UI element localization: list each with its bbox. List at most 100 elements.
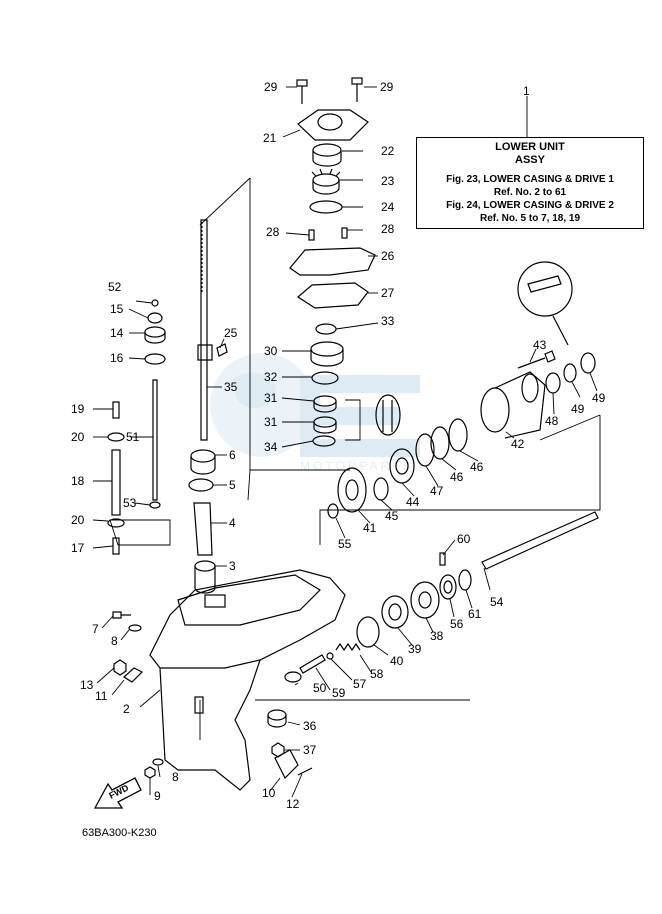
part-57-ball — [326, 652, 334, 660]
label-28-left: 28 — [266, 225, 280, 239]
part-20-clamp-upper — [107, 432, 125, 442]
label-20-upper: 20 — [71, 430, 85, 444]
part-27-gasket — [296, 282, 369, 309]
part-28-right-pin — [341, 227, 348, 239]
label-43: 43 — [533, 338, 547, 352]
leader-lines — [92, 86, 598, 798]
part-42-shaft-housing — [480, 371, 546, 439]
part-32-oring — [311, 371, 339, 385]
part-21-pump-housing — [297, 109, 369, 141]
part-labels: 29 29 21 22 23 24 28 28 26 27 33 30 32 3… — [71, 80, 606, 811]
watermark-logo: MOTORPARTS — [210, 353, 420, 473]
part-47-oring — [415, 433, 435, 467]
label-60: 60 — [457, 532, 471, 546]
part-39-bearing — [381, 595, 409, 629]
part-37-nut — [271, 742, 285, 758]
label-15: 15 — [110, 302, 124, 316]
part-15-bushing — [147, 312, 163, 324]
label-31-lower: 31 — [264, 415, 278, 429]
label-44: 44 — [406, 495, 420, 509]
label-50: 50 — [313, 681, 327, 695]
part-23-impeller — [311, 168, 341, 195]
label-47: 47 — [430, 484, 444, 498]
label-1: 1 — [523, 84, 530, 98]
fwd-label: FWD — [107, 782, 130, 800]
part-59-plunger — [299, 654, 326, 674]
label-6: 6 — [229, 448, 236, 462]
part-14-gear — [144, 326, 166, 344]
part-29-left — [296, 79, 308, 104]
box-note-3: Fig. 24, LOWER CASING & DRIVE 2 — [446, 200, 614, 211]
lower-unit-assy-box: LOWER UNIT ASSY Fig. 23, LOWER CASING & … — [416, 137, 644, 229]
label-20-lower: 20 — [71, 513, 85, 527]
label-33: 33 — [381, 314, 395, 328]
label-3: 3 — [229, 559, 236, 573]
label-4: 4 — [229, 516, 236, 530]
label-12: 12 — [286, 797, 300, 811]
part-60-pin — [439, 552, 446, 566]
part-18-water-tube — [111, 449, 121, 516]
label-58: 58 — [370, 667, 384, 681]
part-25-key — [216, 343, 228, 357]
label-31-upper: 31 — [264, 391, 278, 405]
label-37: 37 — [303, 743, 317, 757]
part-7-bolt — [112, 611, 131, 619]
label-11: 11 — [95, 689, 108, 703]
label-48: 48 — [545, 414, 559, 428]
part-45-shim — [373, 477, 389, 501]
label-19: 19 — [71, 402, 85, 416]
label-41: 41 — [363, 521, 377, 535]
label-14: 14 — [110, 326, 124, 340]
label-36: 36 — [303, 719, 317, 733]
label-46-right: 46 — [470, 460, 484, 474]
part-36-pinion — [267, 709, 287, 728]
part-33-seal — [315, 323, 337, 335]
label-13: 13 — [80, 678, 94, 692]
label-17: 17 — [71, 541, 85, 555]
label-61: 61 — [468, 607, 482, 621]
part-55-washer — [327, 503, 339, 519]
part-61-clip — [458, 569, 472, 591]
part-53-clip — [149, 501, 161, 509]
label-56: 56 — [450, 617, 464, 631]
part-48-bearing — [545, 372, 561, 394]
part-16-oring — [144, 353, 166, 365]
part-26-plate — [289, 247, 376, 276]
label-46-left: 46 — [450, 470, 464, 484]
label-32: 32 — [264, 370, 278, 384]
part-20-clamp-lower — [107, 518, 125, 528]
label-5: 5 — [229, 478, 236, 492]
part-10-bracket — [274, 749, 299, 780]
part-6-bushing — [190, 449, 216, 475]
part-43-bolt — [517, 350, 556, 369]
part-41-reverse-gear — [337, 467, 367, 513]
part-9-screw — [144, 766, 156, 779]
part-54-propeller-shaft — [481, 511, 599, 570]
label-54: 54 — [490, 595, 504, 609]
label-40: 40 — [390, 654, 404, 668]
label-29-right: 29 — [380, 80, 394, 94]
guide-lines — [109, 177, 601, 740]
part-49-bushing — [563, 363, 577, 383]
label-18: 18 — [71, 474, 85, 488]
part-40-shim — [356, 616, 380, 648]
diagram-code: 63BA300-K230 — [82, 827, 157, 839]
label-49-right: 49 — [592, 391, 606, 405]
label-53: 53 — [123, 496, 137, 510]
part-8-washer-lower — [152, 758, 164, 766]
label-23: 23 — [381, 174, 395, 188]
part-5-oring — [188, 478, 214, 492]
label-8-upper: 8 — [111, 634, 118, 648]
part-50-cam — [284, 671, 302, 683]
label-38: 38 — [430, 629, 444, 643]
part-24-ring — [309, 200, 343, 214]
label-24: 24 — [381, 200, 395, 214]
part-11-anode — [123, 667, 144, 683]
box-title-line2: ASSY — [515, 154, 545, 166]
part-13-nut — [113, 659, 127, 676]
label-26: 26 — [381, 249, 395, 263]
label-21: 21 — [263, 131, 277, 145]
part-22-insert — [312, 143, 342, 167]
part-17-nipple — [112, 537, 120, 555]
